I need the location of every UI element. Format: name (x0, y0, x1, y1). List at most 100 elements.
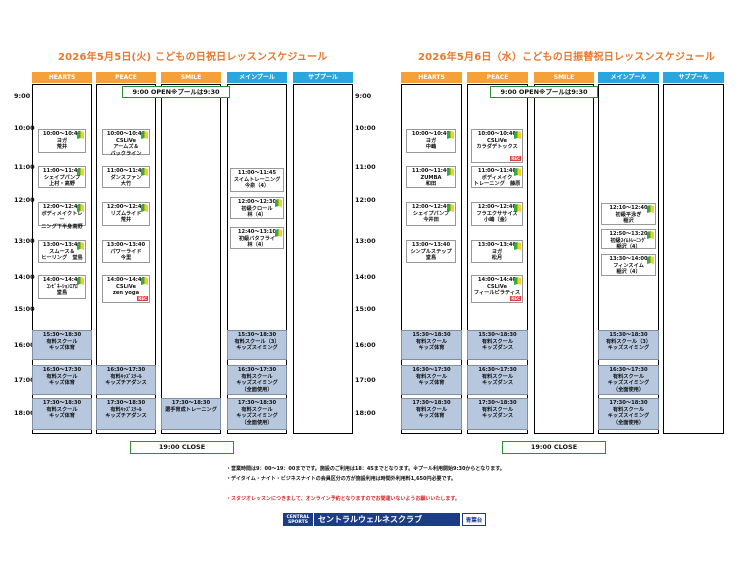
lesson-text: キッズスイミング (236, 413, 278, 420)
col-head-sub-pool-2: サブプール (663, 72, 724, 83)
lesson-text: 上村・高野 (49, 181, 75, 188)
lesson-time: 14:00～14:40 (106, 277, 146, 283)
rec-badge: REC (510, 296, 521, 301)
lesson-time: 13:30～14:00 (609, 256, 648, 262)
rec-badge: REC (137, 296, 148, 301)
lesson-time: 10:00～10:40 (477, 131, 517, 137)
lesson-text: キッズスイミング (236, 380, 278, 387)
lesson-time: 15:30～18:30 (609, 332, 648, 338)
time-label: 9:00 (355, 92, 372, 100)
close-banner-2: 19:00 CLOSE (502, 441, 606, 454)
lesson-text: キッズスイミング (607, 380, 650, 387)
col-head-sub-pool-1: サブプール (293, 72, 353, 83)
lesson-text: ニング下半身高野 (41, 223, 83, 230)
lesson-text: 堂島 (56, 290, 68, 297)
col-head-smile-1: SMILE (161, 72, 221, 83)
lesson-text: ヨガ (491, 248, 503, 255)
lesson-time: 10:00～10:40 (42, 131, 82, 137)
lesson-text: 有料スクール (612, 373, 645, 380)
lesson-text: カラダデトックス (476, 144, 518, 151)
lesson-time: 14:00～14:40 (42, 277, 82, 283)
lesson-text: 有料スクール (46, 373, 78, 380)
lesson-text: フラエクササイズ (476, 210, 518, 217)
time-label: 13:00 (355, 237, 376, 245)
lesson-text: 大竹 (120, 181, 132, 188)
lesson-text: （全面使用） (612, 419, 645, 426)
lesson-text: ヨガ (56, 137, 68, 144)
beginner-leaf-icon (77, 277, 84, 285)
beginner-leaf-icon (275, 229, 282, 237)
lesson-text: 有料スクール (481, 373, 514, 380)
time-label: 14:00 (14, 273, 35, 281)
lesson-text: スムース＆ (49, 248, 75, 255)
lesson-text: バックライン (110, 150, 142, 157)
time-label: 9:00 (14, 92, 31, 100)
lesson-text: シンプルステップ (410, 248, 452, 255)
lesson-text: キッズダンス (481, 413, 514, 420)
time-label: 17:00 (14, 376, 35, 384)
time-label: 18:00 (355, 409, 376, 417)
lesson-text: （全面使用） (241, 386, 273, 393)
beginner-leaf-icon (77, 242, 84, 250)
lesson-time: 17:30～18:30 (478, 400, 517, 406)
lesson-time: 17:30～18:30 (42, 400, 82, 406)
lesson-time: 17:30～18:30 (412, 400, 451, 406)
lesson-text: 荒井 (120, 217, 132, 224)
schedule-title-may6: 2026年5月6日（水）こどもの日振替祝日レッスンスケジュール (418, 52, 716, 63)
lesson-text: キッズチアダンス (105, 413, 147, 420)
lesson-text: 有料スクール (415, 373, 448, 380)
time-label: 12:00 (355, 196, 376, 204)
lesson-time: 12:00～12:40 (42, 204, 82, 210)
branch-name: 青葉台 (462, 513, 486, 526)
lesson-text: ヒーリング 堂島 (41, 255, 83, 262)
lesson-text: CSLiVe (487, 137, 507, 144)
central-sports-badge: CENTRAL SPORTS (283, 513, 313, 526)
lesson-time: 15:30～18:30 (412, 332, 451, 338)
beginner-leaf-icon (647, 231, 654, 239)
lesson-time: 11:00～11:40 (42, 168, 82, 174)
lesson-text: 有料スクール (481, 406, 514, 413)
open-banner-1: 9:00 OPEN※プールは9:30 (122, 86, 230, 98)
lesson-text: 有料スクール (481, 338, 514, 345)
lesson-text: 有料ｷｯｽﾞｽｸｰﾙ (110, 373, 142, 380)
lesson-time: 11:00～11:45 (237, 170, 277, 176)
lesson-text: 有料スクール (415, 406, 448, 413)
lesson-text: CSLiVe (116, 283, 136, 290)
time-label: 17:00 (355, 376, 376, 384)
beginner-leaf-icon (514, 242, 521, 250)
beginner-leaf-icon (514, 168, 521, 176)
beginner-leaf-icon (447, 168, 454, 176)
beginner-leaf-icon (77, 168, 84, 176)
lesson-text: キッズ体育 (418, 413, 445, 420)
lesson-text: 中嶋 (425, 144, 437, 151)
lesson-text: キッズ体育 (49, 345, 75, 352)
lesson-time: 13:00～13:40 (106, 242, 146, 248)
lesson-text: 堂島 (425, 255, 437, 262)
lesson-time: 14:00～14:40 (477, 277, 517, 283)
lesson-text: ZUMBA (420, 174, 442, 181)
lesson-time: 15:30～18:30 (478, 332, 517, 338)
time-label: 11:00 (14, 163, 35, 171)
lesson-time: 12:50～13:20 (609, 231, 648, 237)
lesson-text: 有料スクール（3） (605, 338, 652, 345)
lesson-text: シェイプパンプ (412, 210, 450, 217)
col-head-main-pool-2: メインプール (598, 72, 659, 83)
lesson-text: アームズ＆ (113, 144, 139, 151)
